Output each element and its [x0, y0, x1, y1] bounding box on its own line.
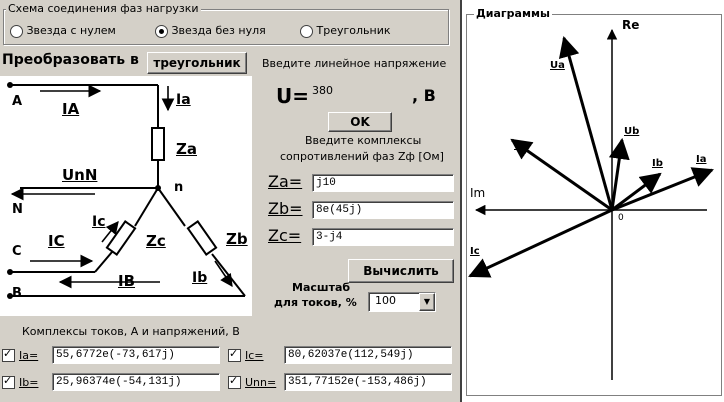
vector-label-ub: Ub: [624, 126, 640, 137]
radio-star-neutral[interactable]: Звезда с нулем: [10, 24, 116, 38]
diagram-panel: Диаграммы Re Im 0 Ua Ub Uc Ia Ib Ic: [460, 0, 724, 402]
ic-label: Ic=: [245, 349, 264, 362]
convert-label: Преобразовать в: [2, 52, 139, 68]
vector-label-ua: Ua: [550, 60, 565, 71]
scale-select[interactable]: 100 ▼: [368, 292, 436, 312]
vector-ic: [468, 208, 613, 278]
schem-label-N: N: [12, 202, 23, 217]
vector-label-ia: Ia: [696, 154, 707, 165]
result-ic: Ic= 80,62037e(112,549j): [228, 346, 456, 366]
zc-input[interactable]: 3-j4: [312, 228, 454, 246]
schem-label-Ib: Ib: [192, 270, 208, 286]
result-unn: Unn= 351,77152e(-153,486j): [228, 373, 456, 393]
voltage-prompt: Введите линейное напряжение: [262, 57, 447, 70]
axis-im-label: Im: [470, 186, 486, 200]
vector-ia: [611, 167, 714, 212]
schem-label-Za: Za: [176, 140, 197, 158]
result-ib: Ib= 25,96374e(-54,131j): [2, 373, 224, 393]
diagram-title: Диаграммы: [474, 7, 552, 20]
radio-triangle-dot[interactable]: [300, 24, 313, 38]
schem-label-A: A: [12, 94, 23, 109]
impedance-prompt-1: Введите комплексы: [305, 134, 422, 147]
ib-label: Ib=: [19, 376, 39, 389]
schem-label-B: B: [12, 286, 22, 301]
unn-value[interactable]: 351,77152e(-153,486j): [284, 373, 452, 391]
result-ia: Ia= 55,6772e(-73,617j): [2, 346, 224, 366]
zb-label: Zb=: [268, 199, 303, 218]
vector-ua: [558, 35, 614, 211]
impedance-prompt-2: сопротивлений фаз Zф [Ом]: [280, 150, 444, 163]
scale-value: 100: [375, 294, 396, 307]
ia-value[interactable]: 55,6772e(-73,617j): [52, 346, 220, 364]
scheme-groupbox: [3, 9, 449, 45]
schem-label-IA: IA: [62, 100, 80, 118]
scale-dropdown-arrow-icon[interactable]: ▼: [419, 293, 435, 311]
schem-label-IC: IC: [48, 232, 65, 250]
zb-input[interactable]: 8e(45j): [312, 201, 454, 219]
unn-label: Unn=: [245, 376, 277, 389]
scale-label-2: для токов, %: [274, 296, 357, 309]
vector-uc: [510, 138, 613, 212]
diagram-groupbox: [466, 14, 722, 396]
radio-star-no-neutral-label: Звезда без нуля: [171, 24, 266, 37]
zc-label: Zc=: [268, 226, 302, 245]
schem-label-Zc: Zc: [146, 232, 166, 250]
vector-label-ic: Ic: [470, 246, 480, 257]
schem-label-Ic: Ic: [92, 214, 106, 230]
vector-label-ib: Ib: [652, 158, 663, 169]
vector-ub: [608, 137, 630, 211]
ic-value[interactable]: 80,62037e(112,549j): [284, 346, 452, 364]
scheme-group-title: Схема соединения фаз нагрузки: [6, 2, 201, 15]
calculate-button[interactable]: Вычислить: [348, 259, 454, 283]
circuit-svg: [7, 82, 246, 299]
voltage-value[interactable]: 380: [312, 84, 333, 97]
schem-label-IB: IB: [118, 272, 136, 290]
radio-star-neutral-label: Звезда с нулем: [26, 24, 116, 37]
origin-label: 0: [618, 213, 624, 223]
ib-value[interactable]: 25,96374e(-54,131j): [52, 373, 220, 391]
schem-label-Ia: Ia: [176, 92, 191, 108]
ib-checkbox[interactable]: [2, 374, 15, 389]
schem-label-UnN: UnN: [62, 166, 98, 184]
radio-triangle-label: Треугольник: [316, 24, 391, 37]
schem-label-Zb: Zb: [226, 230, 248, 248]
schem-label-C: C: [12, 244, 22, 259]
schem-label-n: n: [174, 180, 184, 195]
ok-button[interactable]: OK: [328, 112, 392, 132]
phasor-diagram-svg: [468, 28, 714, 380]
convert-button[interactable]: треугольник: [147, 52, 247, 74]
vector-ib: [611, 172, 662, 212]
radio-star-no-neutral[interactable]: Звезда без нуля: [155, 24, 266, 38]
scale-label-1: Масштаб: [292, 281, 351, 294]
radio-triangle[interactable]: Треугольник: [300, 24, 391, 38]
radio-star-neutral-dot[interactable]: [10, 24, 23, 38]
ia-checkbox[interactable]: [2, 347, 15, 362]
za-input[interactable]: j10: [312, 174, 454, 192]
circuit-schematic: [0, 76, 252, 316]
unn-checkbox[interactable]: [228, 374, 241, 389]
radio-star-no-neutral-dot[interactable]: [155, 24, 168, 38]
ia-label: Ia=: [19, 349, 39, 362]
results-title: Комплексы токов, A и напряжений, B: [22, 325, 240, 338]
za-label: Za=: [268, 172, 303, 191]
voltage-symbol: U=: [276, 84, 309, 108]
vector-label-uc: Uc: [514, 140, 529, 151]
ic-checkbox[interactable]: [228, 347, 241, 362]
voltage-unit: , B: [412, 86, 436, 105]
axis-re-label: Re: [622, 18, 640, 32]
